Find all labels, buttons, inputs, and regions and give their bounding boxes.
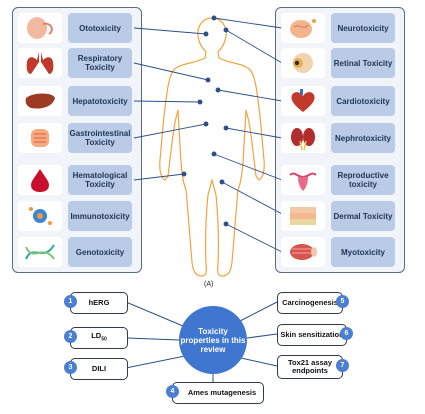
right-row-dermal: Dermal Toxicity	[281, 201, 395, 231]
blood-drop-icon	[18, 165, 62, 195]
property-dili-label: DILI	[91, 364, 107, 373]
label-nephrotoxicity: Nephrotoxicity	[331, 123, 395, 153]
intestine-icon	[18, 123, 62, 153]
property-dili: DILI	[70, 358, 128, 380]
property-tox21-label: Tox21 assay endpoints	[287, 358, 333, 375]
property-carcinogenesis-label: Carcinogenesis	[282, 298, 338, 307]
figure-caption-a: (A)	[204, 281, 214, 288]
left-row-genotoxicity: Genotoxicity	[18, 237, 132, 267]
right-row-retinal: Retinal Toxicity	[281, 48, 395, 78]
right-row-nephrotoxicity: Nephrotoxicity	[281, 123, 395, 153]
badge-6: 6	[340, 327, 353, 340]
label-reproductive: Reproductive toxicity	[331, 165, 395, 195]
badge-7: 7	[336, 359, 349, 372]
left-row-immunotoxicity: Immunotoxicity	[18, 201, 132, 231]
right-row-reproductive: Reproductive toxicity	[281, 165, 395, 195]
muscle-icon	[281, 237, 325, 267]
property-ld50-label: LD50	[91, 331, 107, 343]
label-ototoxicity: Ototoxicity	[68, 13, 132, 43]
label-cardiotoxicity: Cardiotoxicity	[331, 86, 395, 116]
label-respiratory: Respiratory Toxicity	[68, 48, 132, 78]
property-ames-label: Ames mutagenesis	[187, 388, 257, 397]
property-ames: Ames mutagenesis	[172, 382, 264, 404]
toxicity-hub: Toxicity properties in this review	[179, 306, 247, 374]
uterus-icon	[281, 165, 325, 195]
property-tox21: Tox21 assay endpoints	[277, 355, 343, 379]
badge-2: 2	[64, 330, 77, 343]
human-body-outline	[159, 17, 265, 277]
label-immunotoxicity: Immunotoxicity	[68, 201, 132, 231]
liver-icon	[18, 86, 62, 116]
right-row-myotoxicity: Myotoxicity	[281, 237, 395, 267]
left-row-ototoxicity: Ototoxicity	[18, 13, 132, 43]
skin-icon	[281, 201, 325, 231]
lungs-icon	[18, 48, 62, 78]
label-retinal: Retinal Toxicity	[331, 48, 395, 78]
property-ld50: LD50	[70, 327, 128, 349]
dna-icon	[18, 237, 62, 267]
label-dermal: Dermal Toxicity	[331, 201, 395, 231]
property-carcinogenesis: Carcinogenesis	[277, 292, 343, 314]
badge-3: 3	[64, 361, 77, 374]
label-genotoxicity: Genotoxicity	[68, 237, 132, 267]
right-row-cardiotoxicity: Cardiotoxicity	[281, 86, 395, 116]
left-row-respiratory: Respiratory Toxicity	[18, 48, 132, 78]
immune-cell-icon	[18, 201, 62, 231]
eye-icon	[281, 48, 325, 78]
property-herg-label: hERG	[88, 298, 110, 307]
label-neurotoxicity: Neurotoxicity	[331, 13, 395, 43]
label-gastrointestinal: Gastrointestinal Toxicity	[68, 123, 132, 153]
label-myotoxicity: Myotoxicity	[331, 237, 395, 267]
property-skin-sensitization: Skin sensitization	[277, 324, 347, 346]
label-hematological: Hematological Toxicity	[68, 165, 132, 195]
right-row-neurotoxicity: Neurotoxicity	[281, 13, 395, 43]
left-row-hepatotoxicity: Hepatotoxicity	[18, 86, 132, 116]
property-skin-sensitization-label: Skin sensitization	[280, 330, 344, 339]
badge-4: 4	[166, 385, 179, 398]
property-herg: hERG	[70, 292, 128, 314]
label-hepatotoxicity: Hepatotoxicity	[68, 86, 132, 116]
kidney-icon	[281, 123, 325, 153]
badge-1: 1	[64, 295, 77, 308]
left-row-gastrointestinal: Gastrointestinal Toxicity	[18, 123, 132, 153]
badge-5: 5	[336, 295, 349, 308]
ear-icon	[18, 13, 62, 43]
heart-icon	[281, 86, 325, 116]
left-row-hematological: Hematological Toxicity	[18, 165, 132, 195]
brain-icon	[281, 13, 325, 43]
